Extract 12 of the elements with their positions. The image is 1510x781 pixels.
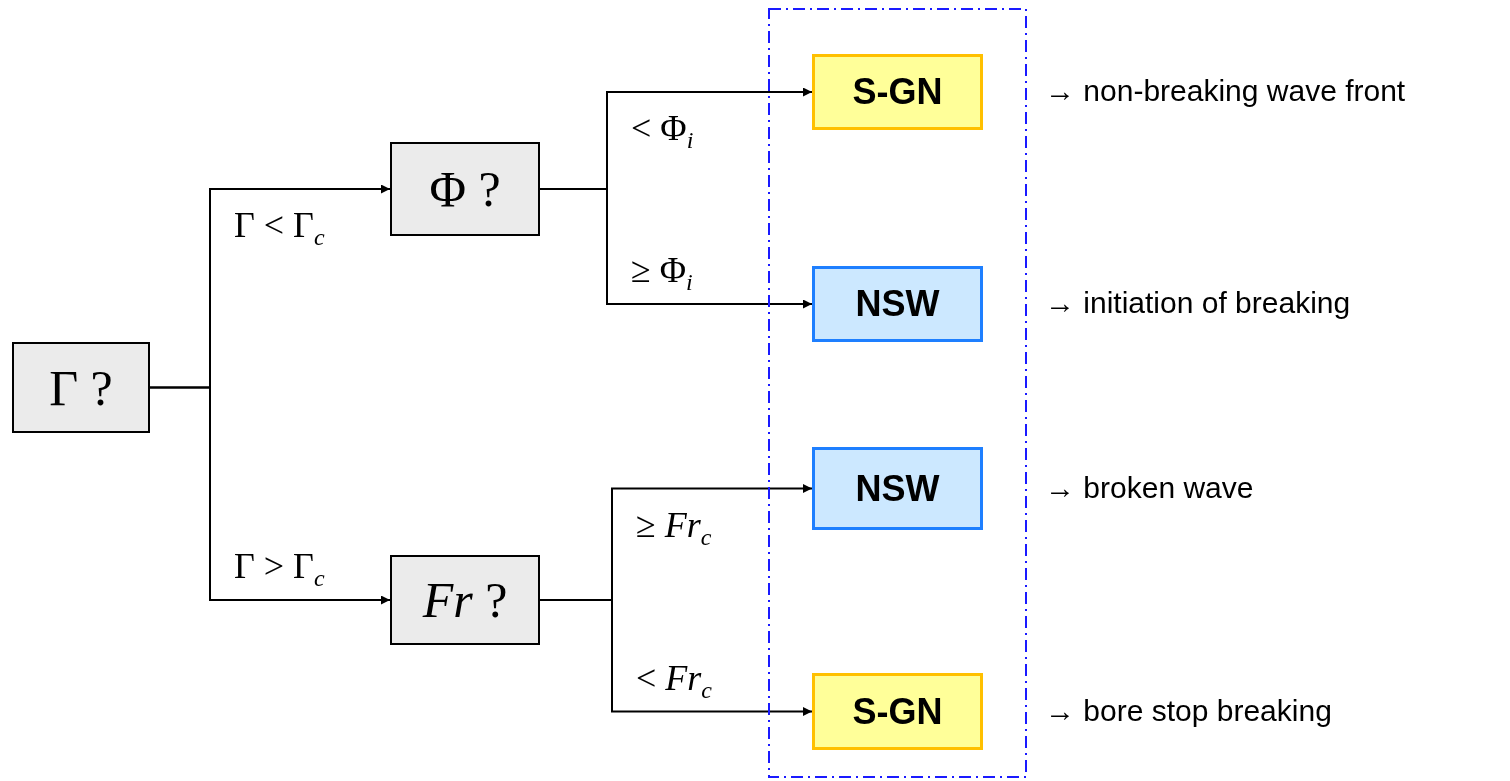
decision-box: Γ ? [12, 342, 150, 433]
model-box: S-GN [812, 673, 983, 750]
outcome-note: → broken wave [1045, 470, 1254, 505]
outcome-note: → bore stop breaking [1045, 693, 1332, 728]
model-box: NSW [812, 266, 983, 342]
outcome-note: → non-breaking wave front [1045, 74, 1406, 108]
model-box: NSW [812, 447, 983, 530]
model-box: S-GN [812, 54, 983, 130]
decision-box: Fr ? [390, 555, 540, 645]
decision-box: Φ ? [390, 142, 540, 236]
outcome-note: → initiation of breaking [1045, 286, 1351, 320]
arrow [149, 386, 391, 605]
